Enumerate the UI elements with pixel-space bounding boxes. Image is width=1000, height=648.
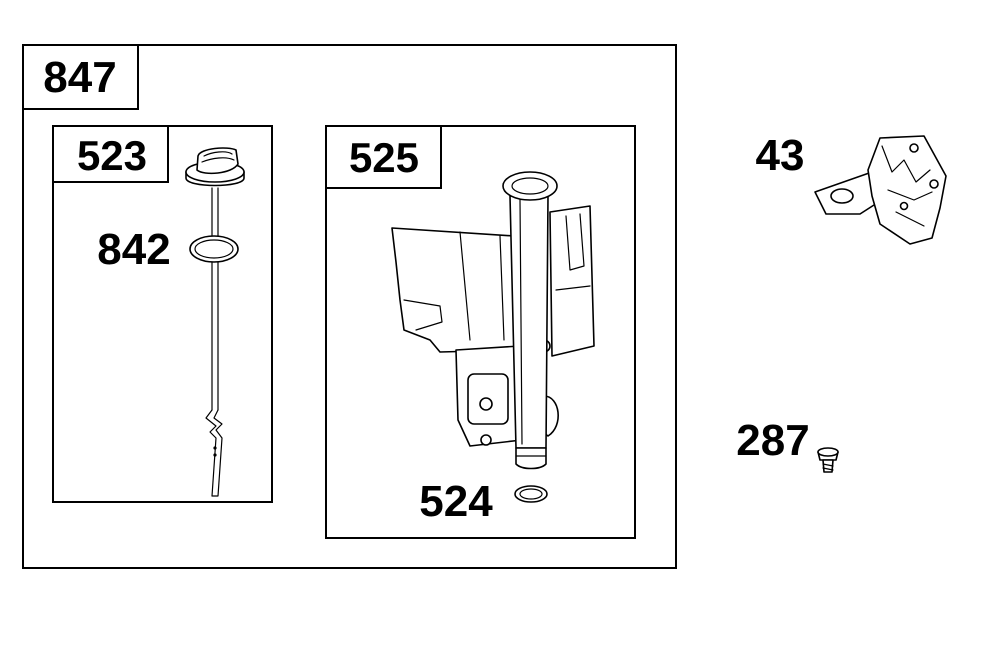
callout-287: 287 [736, 416, 809, 465]
dipstick-illustration [185, 147, 245, 497]
group-525-label-box [325, 125, 442, 189]
o-ring-842-illustration [189, 235, 239, 263]
fill-tube-illustration [391, 171, 595, 470]
callout-842: 842 [97, 225, 170, 274]
callout-43: 43 [756, 131, 805, 180]
group-523-label-box [52, 125, 169, 183]
kit-847-number: 847 [43, 53, 116, 102]
kit-847-frame [22, 44, 677, 569]
o-ring-524-illustration [514, 485, 548, 503]
screw-287-illustration [817, 447, 839, 473]
kit-847-label-box [22, 44, 139, 110]
group-525-frame [325, 125, 636, 539]
bracket-43-illustration [814, 135, 947, 245]
group-525-number: 525 [349, 134, 419, 181]
callout-524: 524 [419, 477, 493, 526]
group-523-number: 523 [77, 132, 147, 179]
